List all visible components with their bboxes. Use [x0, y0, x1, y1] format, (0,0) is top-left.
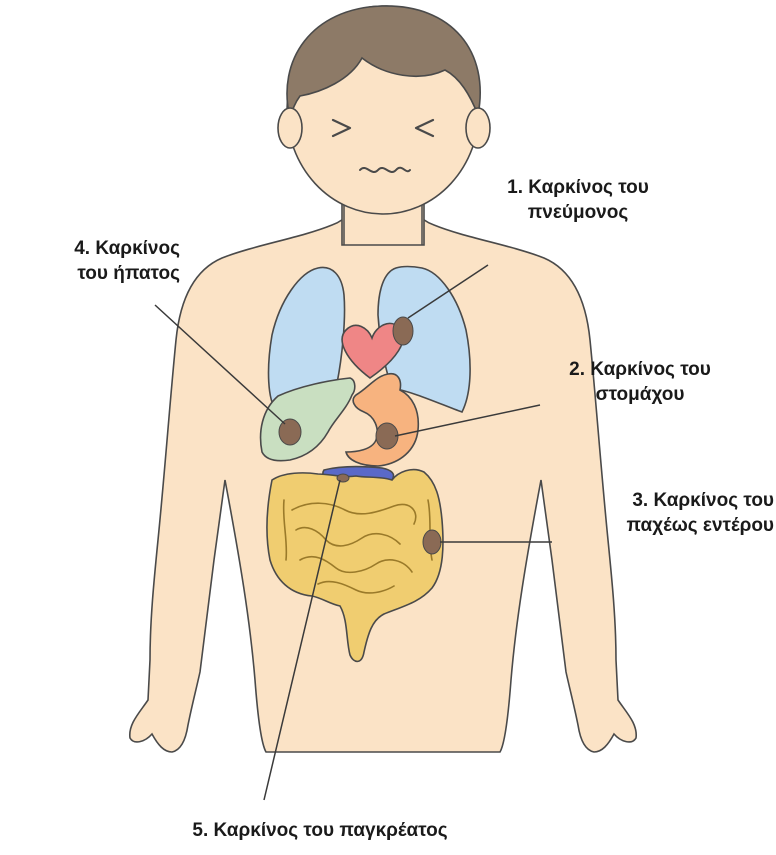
right-ear [466, 108, 490, 148]
label-stomach-line2: στομάχου [530, 382, 750, 407]
tumor-stomach [376, 423, 398, 449]
label-colon-line1: 3. Καρκίνος του [540, 488, 774, 513]
label-lung-line1: 1. Καρκίνος του [478, 175, 678, 200]
label-liver-line1: 4. Καρκίνος [10, 236, 180, 261]
label-lung-line2: πνεύμονος [478, 200, 678, 225]
tumor-pancreas [337, 474, 349, 482]
label-pancreas-line1: 5. Καρκίνος του παγκρέατος [140, 818, 500, 843]
label-liver: 4. Καρκίνος του ήπατος [10, 236, 180, 286]
label-pancreas: 5. Καρκίνος του παγκρέατος [140, 818, 500, 843]
tumor-lung [393, 317, 413, 345]
label-liver-line2: του ήπατος [10, 261, 180, 286]
left-ear [278, 108, 302, 148]
tumor-liver [279, 419, 301, 445]
label-stomach-line1: 2. Καρκίνος του [530, 357, 750, 382]
label-colon-line2: παχέως εντέρου [540, 513, 774, 538]
tumor-colon [423, 530, 441, 554]
label-stomach: 2. Καρκίνος του στομάχου [530, 357, 750, 407]
label-colon: 3. Καρκίνος του παχέως εντέρου [540, 488, 774, 538]
label-lung: 1. Καρκίνος του πνεύμονος [478, 175, 678, 225]
